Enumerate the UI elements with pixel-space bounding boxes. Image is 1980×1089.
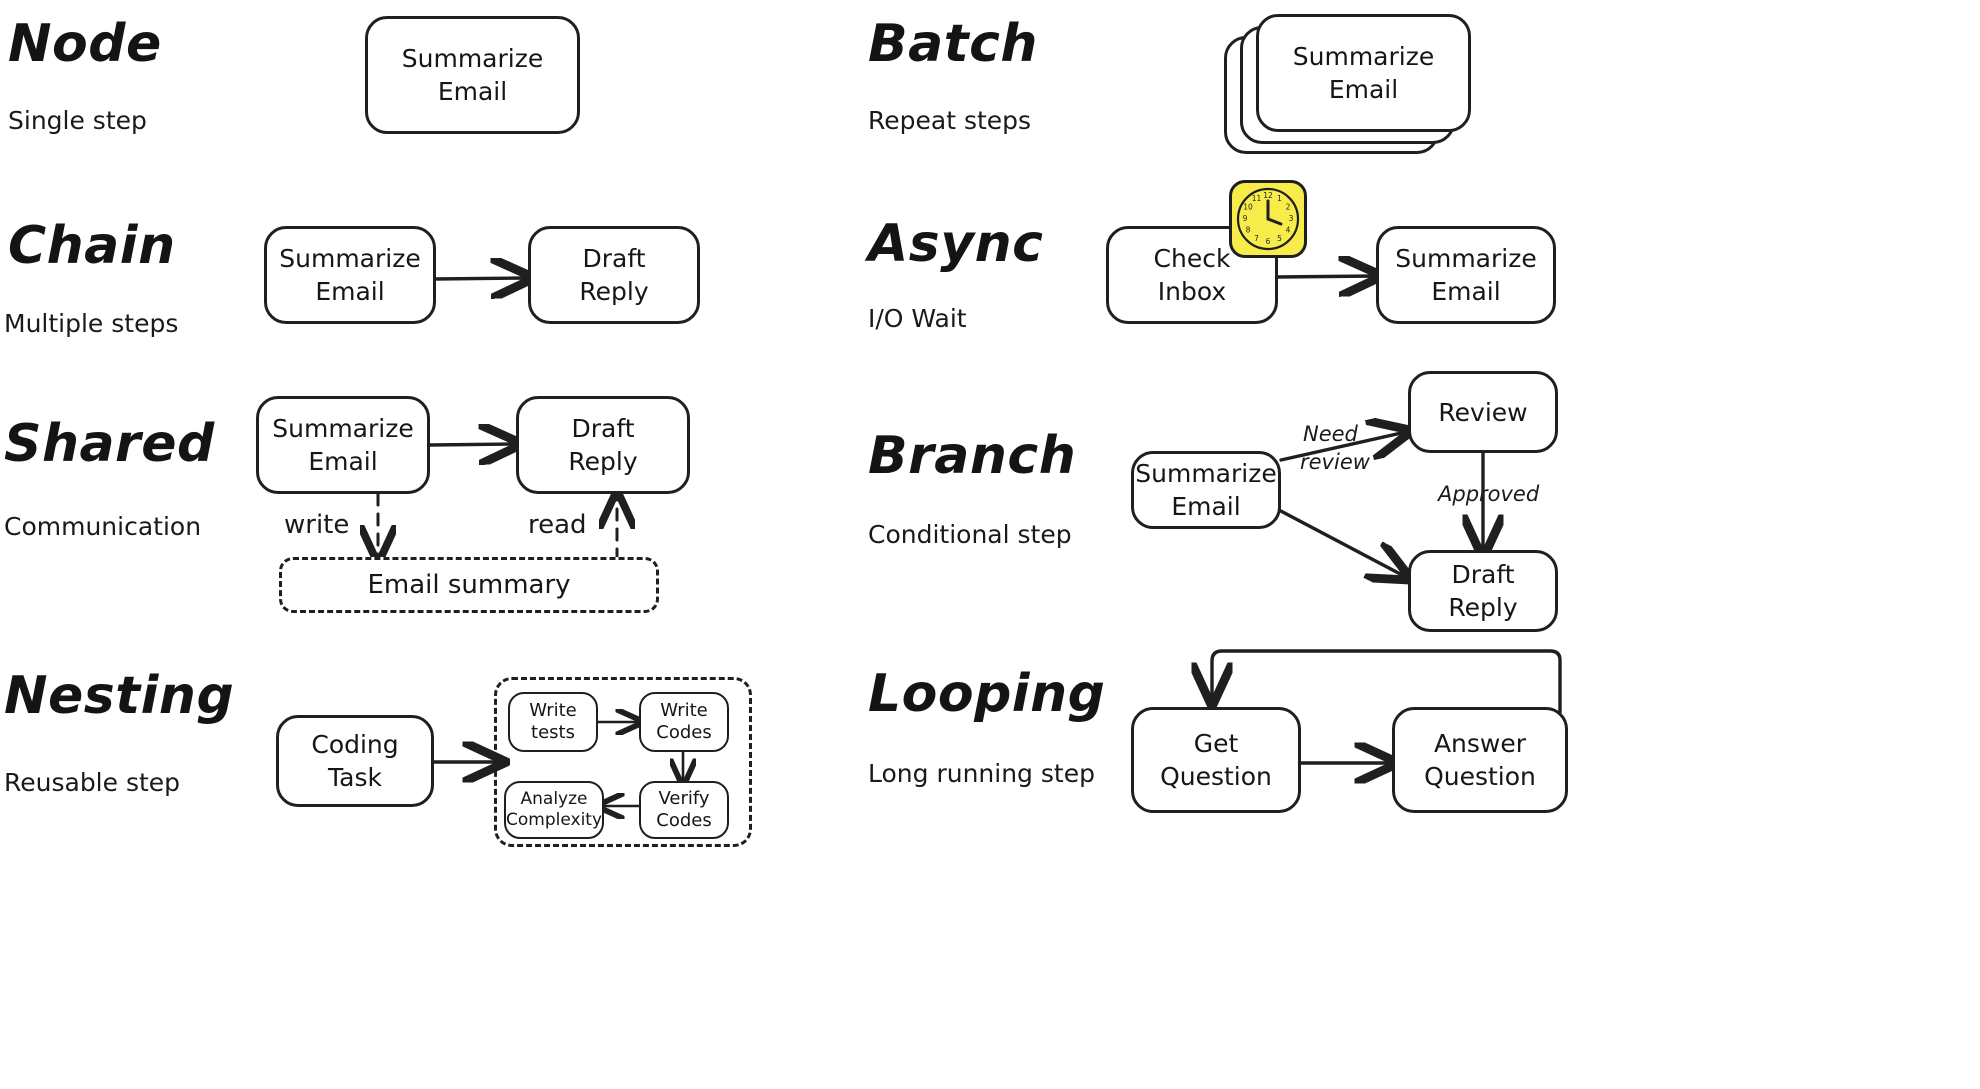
section-subtitle-batch: Repeat steps xyxy=(868,106,1032,135)
section-title-shared: Shared xyxy=(4,414,215,474)
node-line: Inbox xyxy=(1157,277,1227,306)
svg-text:3: 3 xyxy=(1289,214,1294,223)
section-subtitle-shared: Communication xyxy=(4,512,202,541)
section-subtitle-branch: Conditional step xyxy=(868,520,1072,549)
svg-text:1: 1 xyxy=(1277,194,1282,203)
node-analyze-complexity[interactable]: Analyze Complexity xyxy=(504,781,604,839)
node-line: Answer xyxy=(1433,729,1527,758)
node-line: Reply xyxy=(1448,593,1518,622)
node-summarize-email-chain[interactable]: Summarize Email xyxy=(264,226,436,324)
svg-text:4: 4 xyxy=(1286,226,1291,235)
svg-text:5: 5 xyxy=(1277,234,1282,243)
node-line: Codes xyxy=(656,722,712,743)
section-title-looping: Looping xyxy=(868,664,1106,724)
branch-review-label: review xyxy=(1300,450,1370,474)
section-subtitle-async: I/O Wait xyxy=(868,304,967,333)
branch-need-label: Need xyxy=(1303,422,1358,446)
branch-approved-label: Approved xyxy=(1438,482,1540,506)
node-line: Get xyxy=(1193,729,1239,758)
section-subtitle-nesting: Reusable step xyxy=(4,768,181,797)
node-draft-reply-chain[interactable]: Draft Reply xyxy=(528,226,700,324)
node-line: Summarize xyxy=(272,414,414,443)
node-get-question[interactable]: Get Question xyxy=(1131,707,1301,813)
section-title-branch: Branch xyxy=(868,426,1077,486)
node-line: Review xyxy=(1438,397,1528,427)
node-answer-question[interactable]: Answer Question xyxy=(1392,707,1568,813)
svg-text:7: 7 xyxy=(1254,234,1259,243)
node-summarize-email-shared[interactable]: Summarize Email xyxy=(256,396,430,494)
svg-text:11: 11 xyxy=(1252,194,1262,203)
section-title-chain: Chain xyxy=(8,216,176,276)
node-line: Summarize xyxy=(401,44,544,73)
svg-text:10: 10 xyxy=(1243,203,1253,212)
node-summarize-email-async[interactable]: Summarize Email xyxy=(1376,226,1556,324)
node-line: Email xyxy=(1328,75,1399,104)
node-write-tests[interactable]: Write tests xyxy=(508,692,598,752)
node-coding-task[interactable]: Coding Task xyxy=(276,715,434,807)
svg-text:12: 12 xyxy=(1263,191,1273,200)
node-draft-reply-shared[interactable]: Draft Reply xyxy=(516,396,690,494)
node-line: Summarize xyxy=(1292,42,1435,71)
clock-icon: 12 1 2 3 4 5 6 7 8 9 10 11 xyxy=(1229,180,1307,258)
node-line: Draft xyxy=(1451,560,1515,589)
shared-main-arrow xyxy=(428,444,516,445)
node-summarize-email[interactable]: Summarize Email xyxy=(365,16,580,134)
node-line: Write xyxy=(660,699,708,721)
node-line: Email xyxy=(437,77,508,106)
node-write-codes[interactable]: Write Codes xyxy=(639,692,729,752)
node-line: Question xyxy=(1424,762,1536,791)
node-line: Verify xyxy=(658,787,710,809)
node-line: Draft xyxy=(582,244,646,273)
node-review[interactable]: Review xyxy=(1408,371,1558,453)
node-line: Email xyxy=(308,447,378,476)
section-subtitle-node: Single step xyxy=(8,106,147,135)
node-verify-codes[interactable]: Verify Codes xyxy=(639,781,729,839)
node-line: Summarize xyxy=(279,244,421,273)
shared-write-label: write xyxy=(284,510,350,540)
svg-text:9: 9 xyxy=(1243,214,1248,223)
svg-text:2: 2 xyxy=(1286,203,1291,212)
node-line: Email xyxy=(1171,492,1241,521)
node-line: Email xyxy=(315,277,385,306)
node-line: Analyze xyxy=(520,788,588,809)
svg-text:8: 8 xyxy=(1246,226,1251,235)
shared-read-label: read xyxy=(528,510,587,540)
section-title-async: Async xyxy=(868,214,1044,274)
node-line: Question xyxy=(1160,762,1272,791)
section-title-nesting: Nesting xyxy=(4,666,235,726)
looping-back-arrow xyxy=(1212,649,1562,714)
chain-arrow xyxy=(432,278,528,279)
node-line: Draft xyxy=(571,414,635,443)
svg-text:6: 6 xyxy=(1266,237,1271,246)
section-title-batch: Batch xyxy=(868,14,1038,74)
node-line: Check xyxy=(1153,244,1231,273)
async-arrow xyxy=(1274,276,1376,277)
node-draft-reply-branch[interactable]: Draft Reply xyxy=(1408,550,1558,632)
node-line: Reply xyxy=(568,447,638,476)
section-title-node: Node xyxy=(8,14,162,74)
node-summarize-email-branch[interactable]: Summarize Email xyxy=(1131,451,1281,529)
node-line: Codes xyxy=(656,810,712,831)
node-summarize-email-batch[interactable]: Summarize Email xyxy=(1256,14,1471,132)
store-label: Email summary xyxy=(367,570,571,600)
node-line: Email xyxy=(1431,277,1501,306)
node-line: Task xyxy=(328,763,382,792)
section-subtitle-chain: Multiple steps xyxy=(4,309,179,338)
node-line: Reply xyxy=(579,277,649,306)
node-line: Summarize xyxy=(1135,459,1277,488)
shared-store-email-summary[interactable]: Email summary xyxy=(279,557,659,613)
node-line: Summarize xyxy=(1395,244,1537,273)
node-line: Write xyxy=(529,699,577,721)
branch-draft-arrow xyxy=(1275,507,1406,577)
node-line: tests xyxy=(531,722,575,743)
node-line: Coding xyxy=(311,730,399,759)
node-line: Complexity xyxy=(506,810,603,830)
section-subtitle-looping: Long running step xyxy=(868,759,1095,788)
